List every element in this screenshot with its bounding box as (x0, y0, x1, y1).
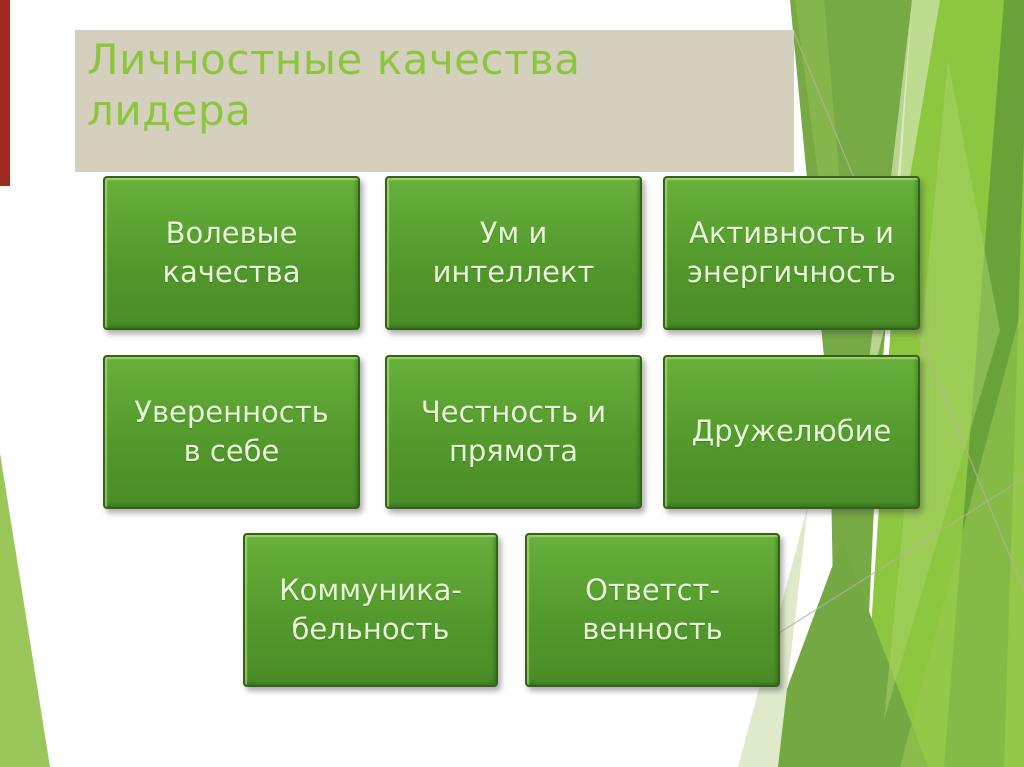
quality-box-label: Волевые качества (162, 215, 301, 289)
quality-box-uverennost: Уверенность в себе (103, 355, 360, 509)
left-green-wedge (0, 453, 50, 767)
quality-box-otvetstvennost: Ответст- венность (525, 533, 780, 687)
facet-corner-bright (900, 300, 1024, 767)
quality-box-label: Дружелюбие (691, 414, 892, 449)
red-accent-bar (0, 0, 10, 186)
quality-box-aktivnost: Активность и энергичность (663, 176, 920, 330)
quality-box-label: Активность и энергичность (687, 215, 896, 289)
quality-box-label: Честность и прямота (420, 394, 607, 468)
quality-box-label: Коммуника- бельность (279, 572, 462, 646)
quality-box-label: Ответст- венность (582, 572, 723, 646)
quality-box-um-i-intellekt: Ум и интеллект (385, 176, 642, 330)
title-banner: Личностные качества лидера (75, 30, 794, 172)
slide-title: Личностные качества лидера (87, 35, 581, 136)
quality-box-chestnost: Честность и прямота (385, 355, 642, 509)
quality-box-label: Уверенность в себе (134, 394, 329, 468)
quality-box-druzhelyubie: Дружелюбие (663, 355, 920, 509)
quality-box-label: Ум и интеллект (432, 215, 595, 289)
quality-box-volevye-kachestva: Волевые качества (103, 176, 360, 330)
quality-box-kommunikabelnost: Коммуника- бельность (243, 533, 498, 687)
